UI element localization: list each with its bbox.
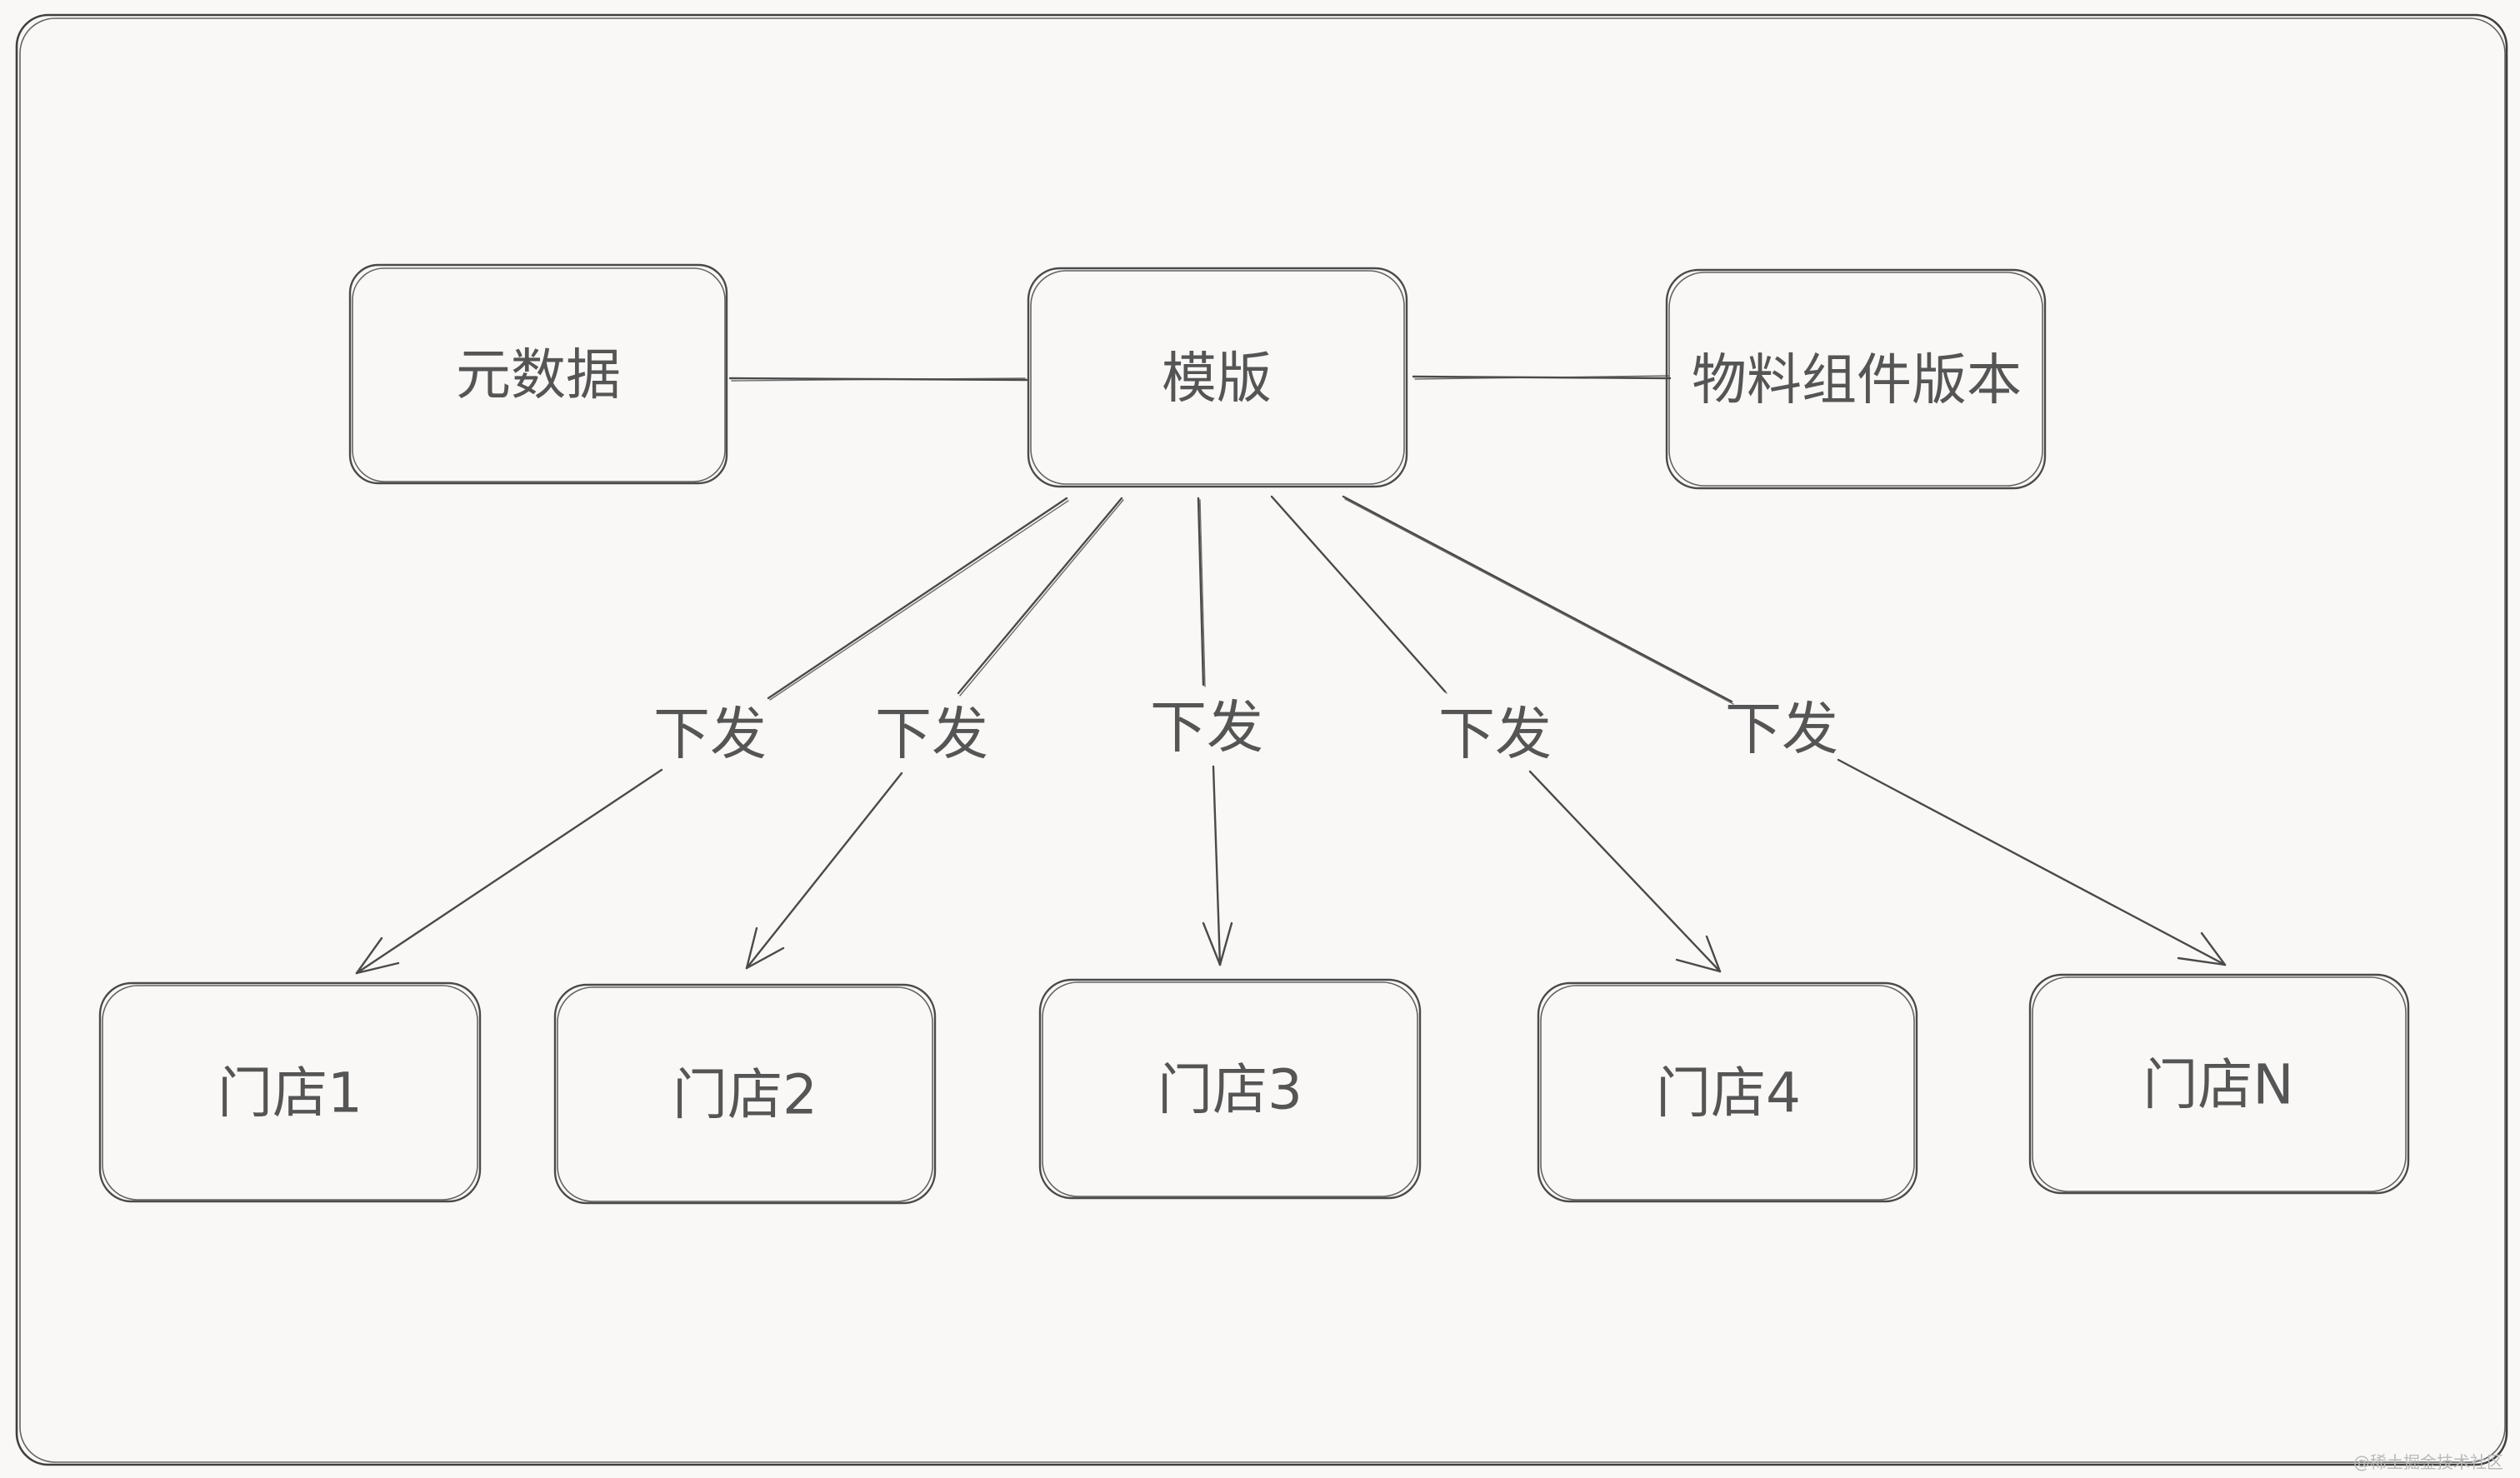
node-store-4: 门店4 [1537,981,1918,1203]
watermark-text: @稀土掘金技术社区 [2353,1452,2503,1472]
node-store-1-label: 门店1 [218,1061,362,1126]
node-template: 模版 [1027,267,1408,488]
edge-label-store-3: 下发 [1150,696,1263,761]
connector-template-material [1412,375,1672,380]
node-material-version-label: 物料组件版本 [1692,348,2022,412]
connector-metadata-template [728,377,1028,382]
node-template-label: 模版 [1162,347,1272,411]
edge-label-store-2: 下发 [875,702,988,768]
edge-label-store-n: 下发 [1725,697,1838,763]
node-store-3: 门店3 [1038,978,1422,1200]
arrow-to-store-1 [355,497,1069,975]
arrow-to-store-4 [1270,495,1722,973]
edge-label-store-4: 下发 [1438,702,1552,768]
arrow-to-store-2 [745,497,1124,970]
node-store-1: 门店1 [98,981,482,1203]
node-store-2: 门店2 [553,983,937,1205]
node-metadata-label: 元数据 [456,343,621,407]
node-store-4-label: 门店4 [1656,1061,1801,1126]
arrow-to-store-n [1342,495,2227,966]
node-metadata: 元数据 [348,263,728,485]
outer-frame [15,13,2508,1466]
node-store-2-label: 门店2 [672,1063,818,1127]
node-material-version: 物料组件版本 [1665,268,2047,490]
edge-label-store-1: 下发 [653,702,767,768]
arrow-to-store-3 [1197,497,1233,966]
node-store-n-label: 门店N [2142,1053,2293,1117]
node-store-3-label: 门店3 [1158,1058,1302,1122]
node-store-n: 门店N [2028,973,2410,1195]
